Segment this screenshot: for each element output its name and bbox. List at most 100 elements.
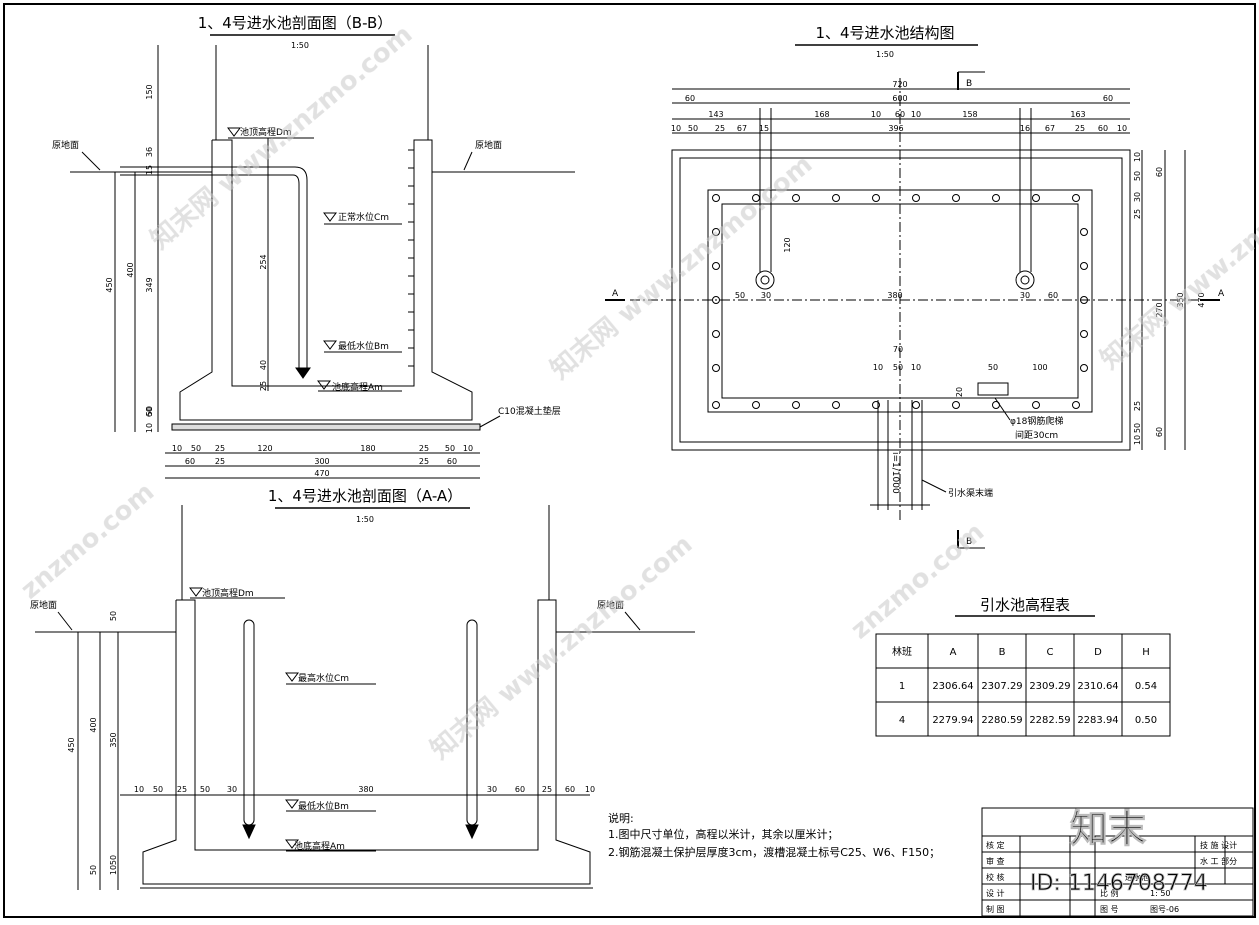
plan-channel-label: 引水渠末端 <box>948 487 993 499</box>
rebar-hole <box>712 330 720 338</box>
plan-dim-inner: 30 <box>761 291 771 300</box>
bb-hdim-mid: 60 <box>185 457 195 466</box>
plan-dim-row3: 143 <box>708 110 723 119</box>
rebar-hole <box>712 364 720 372</box>
table-cell: 0.50 <box>1135 715 1157 726</box>
brand-id: ID: 1146708774 <box>1030 871 1208 896</box>
aa-hdim: 50 <box>200 785 210 794</box>
watermark-2: znzmo.com <box>15 477 160 605</box>
watermark-3: 知末网 www.znzmo.com <box>545 149 818 385</box>
aa-vdim: 50 <box>109 611 118 621</box>
plan-dim-right: 60 <box>1155 427 1164 437</box>
rebar-hole <box>752 401 760 409</box>
plan-dim-row4: 16 <box>1020 124 1030 133</box>
plan-dim-row4: 15 <box>759 124 769 133</box>
table-border <box>875 633 1171 737</box>
rebar-hole <box>1080 330 1088 338</box>
tb-row-5: 制 图 <box>986 904 1005 914</box>
tb-row-4: 设 计 <box>986 888 1005 898</box>
rebar-hole <box>952 401 960 409</box>
tb-row-2: 审 查 <box>986 856 1005 866</box>
plan-dim-row4: 60 <box>1098 124 1108 133</box>
aa-ground-left: 原地面 <box>30 599 57 611</box>
notes-title: 说明: <box>608 811 634 825</box>
note-1: 1.图中尺寸单位，高程以米计，其余以厘米计； <box>608 827 839 841</box>
plan-dim-inner: 50 <box>893 363 903 372</box>
rebar-hole <box>712 262 720 270</box>
plan-mark-a-left: A <box>612 289 619 299</box>
rebar-hole <box>1072 194 1080 202</box>
rebar-hole <box>952 194 960 202</box>
table-cell: 2282.59 <box>1029 715 1070 726</box>
plan-dim-row2: 60 <box>685 94 695 103</box>
bb-hdim-top: 180 <box>360 444 375 453</box>
rebar-hole <box>1080 296 1088 304</box>
bb-vdim: 450 <box>105 277 114 292</box>
tb-number-value: 图号-06 <box>1150 905 1179 914</box>
aa-section: 1、4号进水池剖面图（A-A） 1:50 池顶高程Dm 最高水位Cm 最低水位B… <box>30 487 695 890</box>
bb-vdim: 10 <box>145 423 154 433</box>
bb-hdim-mid: 60 <box>447 457 457 466</box>
plan-dim-row4: 67 <box>1045 124 1055 133</box>
aa-hdim: 380 <box>358 785 373 794</box>
table-cell: 2283.94 <box>1077 715 1118 726</box>
plan-dim-right: 470 <box>1197 292 1206 307</box>
plan-dim-row4: 25 <box>715 124 725 133</box>
table-header: C <box>1047 647 1054 658</box>
table-cell: 2306.64 <box>932 681 973 692</box>
plan-dim-row3: 168 <box>814 110 829 119</box>
bb-scale: 1:50 <box>291 41 309 50</box>
aa-low-level: 最低水位Bm <box>298 800 349 812</box>
plan-dim-row3: 10 <box>911 110 921 119</box>
plan-dim-right: 50 <box>1133 171 1142 181</box>
plan-dim-inner: 380 <box>887 291 902 300</box>
tb-right-1: 技 施 设计 <box>1200 840 1237 850</box>
plan-scale: 1:50 <box>876 50 894 59</box>
notes: 说明: 1.图中尺寸单位，高程以米计，其余以厘米计； 2.钢筋混凝土保护层厚度3… <box>608 811 940 859</box>
aa-hdim: 10 <box>134 785 144 794</box>
note-2: 2.钢筋混凝土保护层厚度3cm，渡槽混凝土标号C25、W6、F150； <box>608 845 940 859</box>
table-cell: 2280.59 <box>981 715 1022 726</box>
bb-vdim: 60 <box>145 407 154 417</box>
rebar-hole <box>832 194 840 202</box>
aa-top-level: 池顶高程Dm <box>202 587 254 599</box>
bb-vdim: 50 <box>145 406 154 416</box>
bb-hdim-top: 25 <box>215 444 225 453</box>
bb-top-level: 池顶高程Dm <box>240 126 292 138</box>
table-cell: 4 <box>899 715 905 726</box>
plan-dim-inner: 50 <box>988 363 998 372</box>
rebar-hole <box>712 228 720 236</box>
rebar-hole <box>872 401 880 409</box>
plan-dim-inner: 20 <box>955 387 964 397</box>
table-title: 引水池高程表 <box>980 596 1070 614</box>
plan-dim-right: 50 <box>1133 423 1142 433</box>
bb-vdim: 40 <box>259 360 268 370</box>
plan-dim-row4: 10 <box>1117 124 1127 133</box>
table-cell: 2279.94 <box>932 715 973 726</box>
drawing-frame <box>3 3 1256 918</box>
bb-hdim-mid: 25 <box>419 457 429 466</box>
bb-vdim: 150 <box>145 84 154 99</box>
table-header: B <box>999 647 1006 658</box>
plan-dim-inner: 100 <box>1032 363 1047 372</box>
plan-dim-row3: 158 <box>962 110 977 119</box>
table-cell: 1 <box>899 681 905 692</box>
rebar-hole <box>792 401 800 409</box>
plan-mark-b-bottom: B <box>966 537 972 547</box>
aa-title: 1、4号进水池剖面图（A-A） <box>268 487 462 505</box>
aa-hdim: 25 <box>542 785 552 794</box>
aa-hdim: 30 <box>227 785 237 794</box>
watermarks: 知末网 www.znzmo.com znzmo.com 知末网 www.znzm… <box>15 19 1259 765</box>
rebar-hole <box>712 401 720 409</box>
plan-mark-a-right: A <box>1218 289 1225 299</box>
rebar-hole <box>712 194 720 202</box>
plan-dim-right: 60 <box>1155 167 1164 177</box>
plan-dim-right: 30 <box>1133 192 1142 202</box>
aa-hdim: 25 <box>177 785 187 794</box>
bb-hdim-top: 50 <box>445 444 455 453</box>
rebar-hole <box>792 194 800 202</box>
